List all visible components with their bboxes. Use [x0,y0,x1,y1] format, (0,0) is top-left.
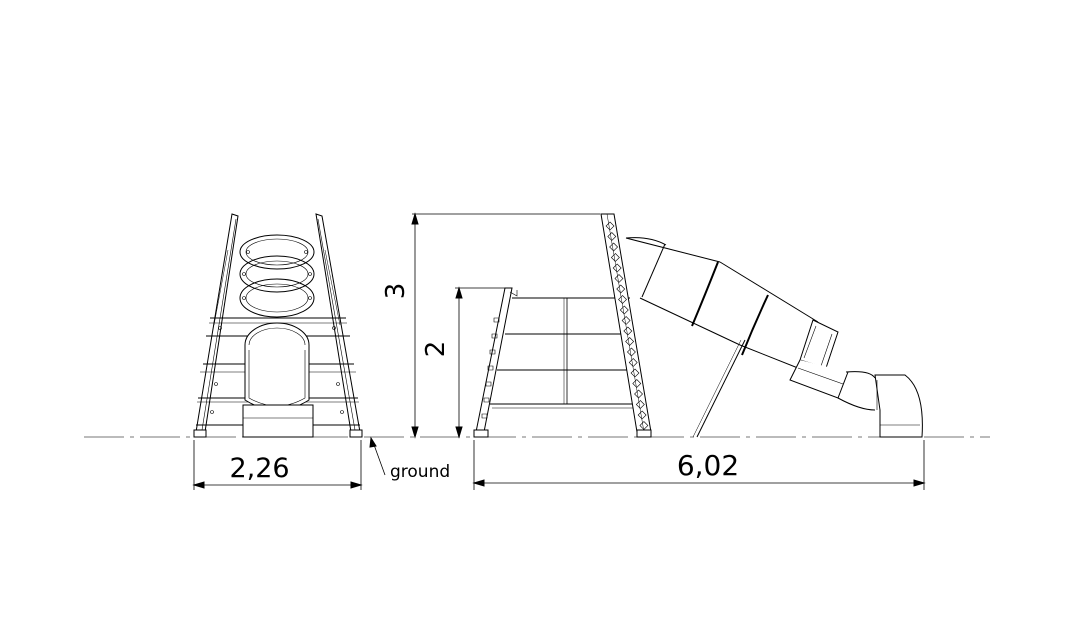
tube-ring [240,256,314,292]
ladder-diamond [617,285,625,293]
slide-exit [243,405,313,437]
side-length-label: 6,02 [676,449,740,482]
side-left-leg [476,288,512,432]
ladder-diamond [635,390,643,398]
ladder-diamond [626,338,634,346]
ladder-diamond [638,411,646,419]
slide-support [697,340,745,437]
ladder-diamond [606,222,614,230]
ladder-diamond [631,369,639,377]
ladder-diamond [610,243,618,251]
front-width-label: 2,26 [229,453,290,484]
slide-ring [692,262,718,326]
ground-leader [370,438,385,475]
ladder-diamond [622,317,630,325]
ladder-diamond [613,264,621,272]
ladder-diamond [611,254,619,262]
side-ladder [601,214,651,432]
total-height-label: 3 [381,282,411,300]
side-length-dimension [474,440,924,490]
platform-height-label: 2 [421,340,451,358]
front-view [194,214,362,437]
ladder-diamond [633,380,641,388]
ladder-diamond [629,359,637,367]
ladder-diamond [636,401,644,409]
ladder-diamond [608,233,616,241]
slide-connector [800,320,838,368]
ladder-diamond [624,327,632,335]
slide-ring [742,295,768,355]
ladder-diamond [627,348,635,356]
front-width-dimension [194,440,361,490]
side-view [412,214,922,437]
ladder-diamond [615,275,623,283]
tube-ring [240,235,314,269]
slide-exit-side [875,375,922,437]
ground-label: ground [390,462,451,482]
ladder-diamond [619,296,627,304]
tube-ring [240,279,314,317]
ladder-diamond [620,306,628,314]
